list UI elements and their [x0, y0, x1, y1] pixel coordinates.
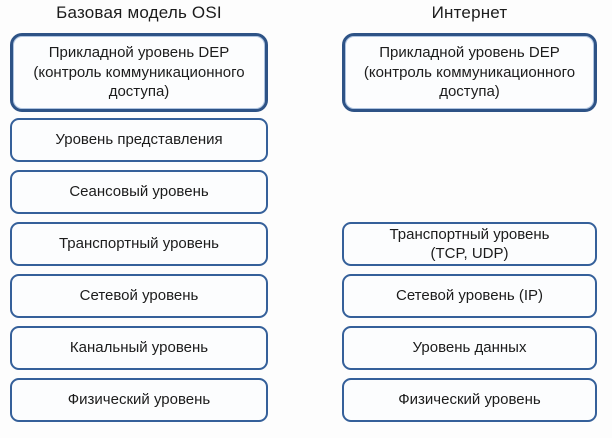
- osi-box-session-label: Сеансовый уровень: [69, 183, 209, 201]
- osi-box-application: Прикладной уровень DEP (контроль коммуни…: [10, 33, 268, 112]
- internet-box-physical: Физический уровень: [342, 378, 597, 422]
- internet-box-application: Прикладной уровень DEP (контроль коммуни…: [342, 33, 597, 112]
- internet-column: Интернет Прикладной уровень DEP (контрол…: [342, 0, 597, 438]
- internet-box-transport: Транспортный уровень (TCP, UDP): [342, 222, 597, 266]
- osi-box-transport-label: Транспортный уровень: [58, 235, 219, 253]
- internet-box-physical-label: Физический уровень: [398, 391, 541, 409]
- osi-box-application-label: Прикладной уровень DEP (контроль коммуни…: [33, 44, 245, 101]
- osi-box-session: Сеансовый уровень: [10, 170, 268, 214]
- osi-column-title: Базовая модель OSI: [56, 3, 222, 22]
- osi-box-presentation: Уровень представления: [10, 118, 268, 162]
- internet-box-application-label: Прикладной уровень DEP (контроль коммуни…: [363, 44, 576, 101]
- osi-box-physical-label: Физический уровень: [67, 391, 211, 409]
- internet-box-data-label: Уровень данных: [412, 339, 527, 357]
- internet-column-title: Интернет: [431, 3, 508, 22]
- osi-box-physical: Физический уровень: [10, 378, 268, 422]
- internet-box-data: Уровень данных: [342, 326, 597, 370]
- osi-box-datalink: Канальный уровень: [10, 326, 268, 370]
- osi-box-network: Сетевой уровень: [10, 274, 268, 318]
- internet-box-network: Сетевой уровень (IP): [342, 274, 597, 318]
- osi-box-presentation-label: Уровень представления: [55, 131, 223, 149]
- osi-box-datalink-label: Канальный уровень: [69, 339, 209, 357]
- internet-box-network-label: Сетевой уровень (IP): [396, 287, 543, 305]
- internet-box-transport-label: Транспортный уровень (TCP, UDP): [389, 225, 550, 263]
- osi-column: Базовая модель OSI Прикладной уровень DE…: [10, 0, 268, 438]
- osi-box-network-label: Сетевой уровень: [79, 287, 199, 305]
- osi-box-transport: Транспортный уровень: [10, 222, 268, 266]
